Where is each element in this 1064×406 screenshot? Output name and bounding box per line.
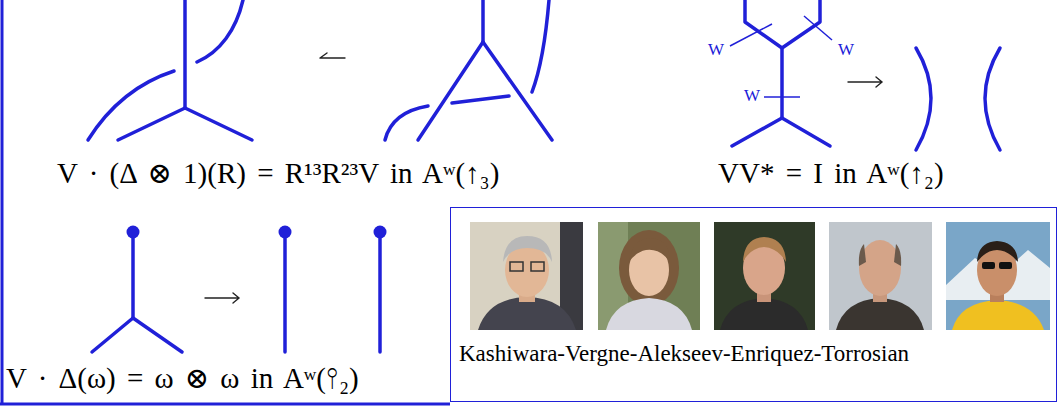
frame-line: [1, 0, 4, 404]
caption-names: Kashiwara-Vergne-Alekseev-Enriquez-Torro…: [459, 341, 909, 367]
cap-dot: [374, 226, 387, 239]
arrow-symbol: [320, 53, 345, 58]
portrait-photo: [946, 222, 1050, 330]
strand: [283, 232, 287, 352]
cap-dot: [127, 226, 140, 239]
formula: V · (Δ ⊗ 1)(R) = R¹³R²³V in Aʷ(↑₃): [57, 157, 499, 190]
w-mark-label: W: [838, 40, 854, 60]
portrait-photo: [470, 222, 583, 330]
w-mark-tick: [804, 16, 832, 40]
strand: [88, 71, 174, 140]
strand: [985, 48, 1000, 150]
strand: [183, 0, 187, 108]
strand: [418, 42, 483, 140]
portrait-panel: Kashiwara-Vergne-Alekseev-Enriquez-Torro…: [450, 207, 1057, 402]
formula: VV* = I in Aʷ(↑₂): [718, 157, 944, 190]
frame-line: [0, 403, 450, 406]
portrait-photo: [829, 222, 932, 330]
w-mark-tick: [730, 24, 772, 46]
arrow-symbol: [205, 293, 239, 303]
portrait-photo: [714, 222, 815, 330]
strand: [385, 106, 428, 140]
portrait-photo: [598, 222, 700, 330]
formula: V · Δ(ω) = ω ⊗ ω in Aʷ(⫯₂): [6, 362, 359, 395]
strand: [131, 232, 135, 318]
arrow-symbol: [848, 77, 882, 87]
strand: [732, 118, 782, 146]
strand: [916, 48, 931, 150]
w-mark-label: W: [708, 40, 724, 60]
strand: [745, 0, 820, 48]
w-mark-label: W: [744, 86, 760, 106]
cap-dot: [279, 226, 292, 239]
strand: [481, 0, 485, 42]
strand: [133, 318, 182, 352]
strand: [185, 108, 252, 140]
strand: [532, 0, 549, 92]
strand: [782, 118, 830, 146]
w-mark-tick: [764, 96, 800, 98]
strand: [197, 0, 243, 62]
strand: [378, 232, 382, 352]
strand: [780, 48, 784, 118]
strand: [452, 96, 509, 103]
strand: [92, 318, 133, 352]
strand: [118, 108, 185, 140]
